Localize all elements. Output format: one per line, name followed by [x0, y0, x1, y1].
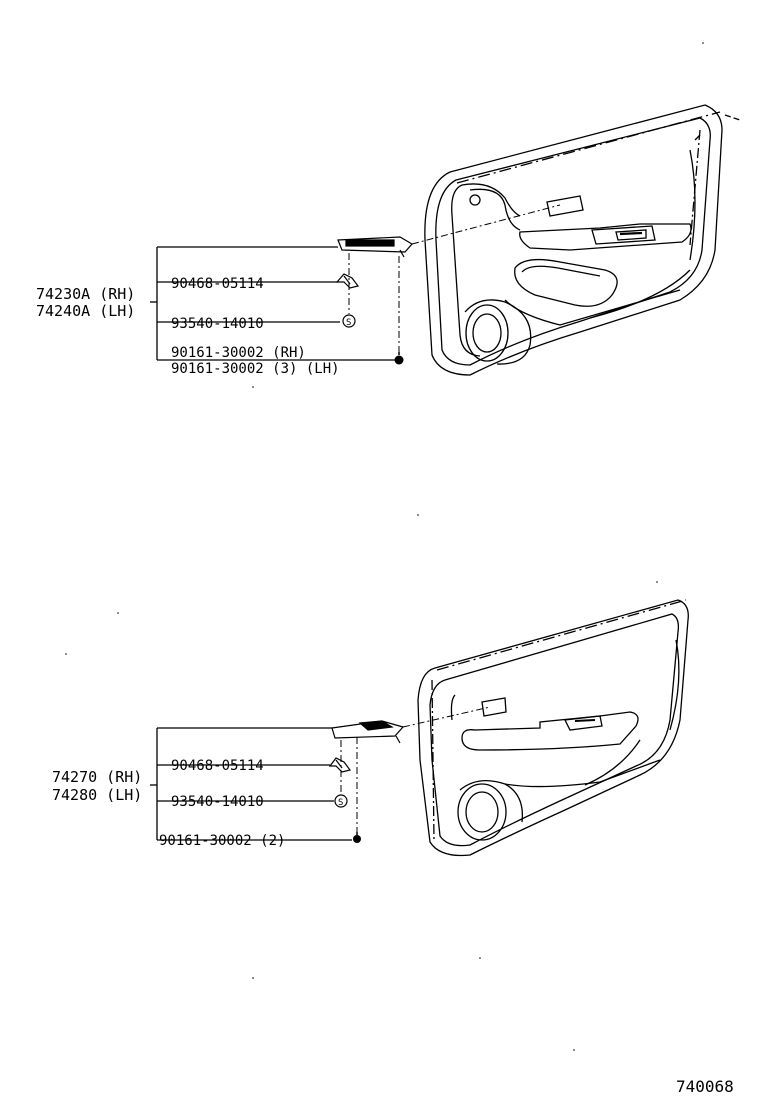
rear-door-group: 74270 (RH) 74280 (LH) 90468-05114 93540-…: [52, 599, 689, 857]
front-part-number-2: 93540-14010: [171, 316, 264, 332]
front-switch-bezel: [337, 236, 413, 258]
rear-part-lh: 74280 (LH): [52, 786, 142, 804]
front-part-number-1: 90468-05114: [171, 276, 264, 292]
rear-part-rh: 74270 (RH): [52, 768, 142, 786]
rear-bracket-lines: [150, 727, 352, 841]
front-bracket-lines: [150, 246, 396, 361]
rear-part-number-3: 90161-30002 (2): [159, 833, 285, 849]
rear-clip-icon: [328, 757, 352, 773]
scan-noise: [65, 42, 704, 1051]
front-part-rh: 74230A (RH): [36, 285, 135, 303]
front-leader-lines: [348, 204, 561, 352]
rear-screw-icon: [353, 832, 361, 843]
front-door-group: 74230A (RH) 74240A (LH) 90468-05114 9354…: [36, 104, 741, 377]
front-clip-icon: [335, 273, 360, 289]
rear-door-panel: [417, 599, 689, 857]
rear-part-number-1: 90468-05114: [171, 758, 264, 774]
rear-leader-lines: [340, 706, 491, 832]
front-part-lh: 74240A (LH): [36, 302, 135, 320]
diagram-ref-number: 740068: [676, 1077, 734, 1096]
svg-text:S: S: [346, 318, 351, 328]
front-door-panel: [424, 104, 741, 376]
front-part-number-4: 90161-30002 (3) (LH): [171, 361, 340, 377]
front-screw-icon: [394, 352, 404, 365]
front-nut-icon: S: [342, 314, 356, 328]
svg-text:S: S: [338, 798, 343, 808]
rear-nut-icon: S: [334, 794, 348, 808]
rear-part-number-2: 93540-14010: [171, 794, 264, 810]
front-part-number-3: 90161-30002 (RH): [171, 345, 306, 361]
rear-switch-bezel: [331, 720, 405, 744]
